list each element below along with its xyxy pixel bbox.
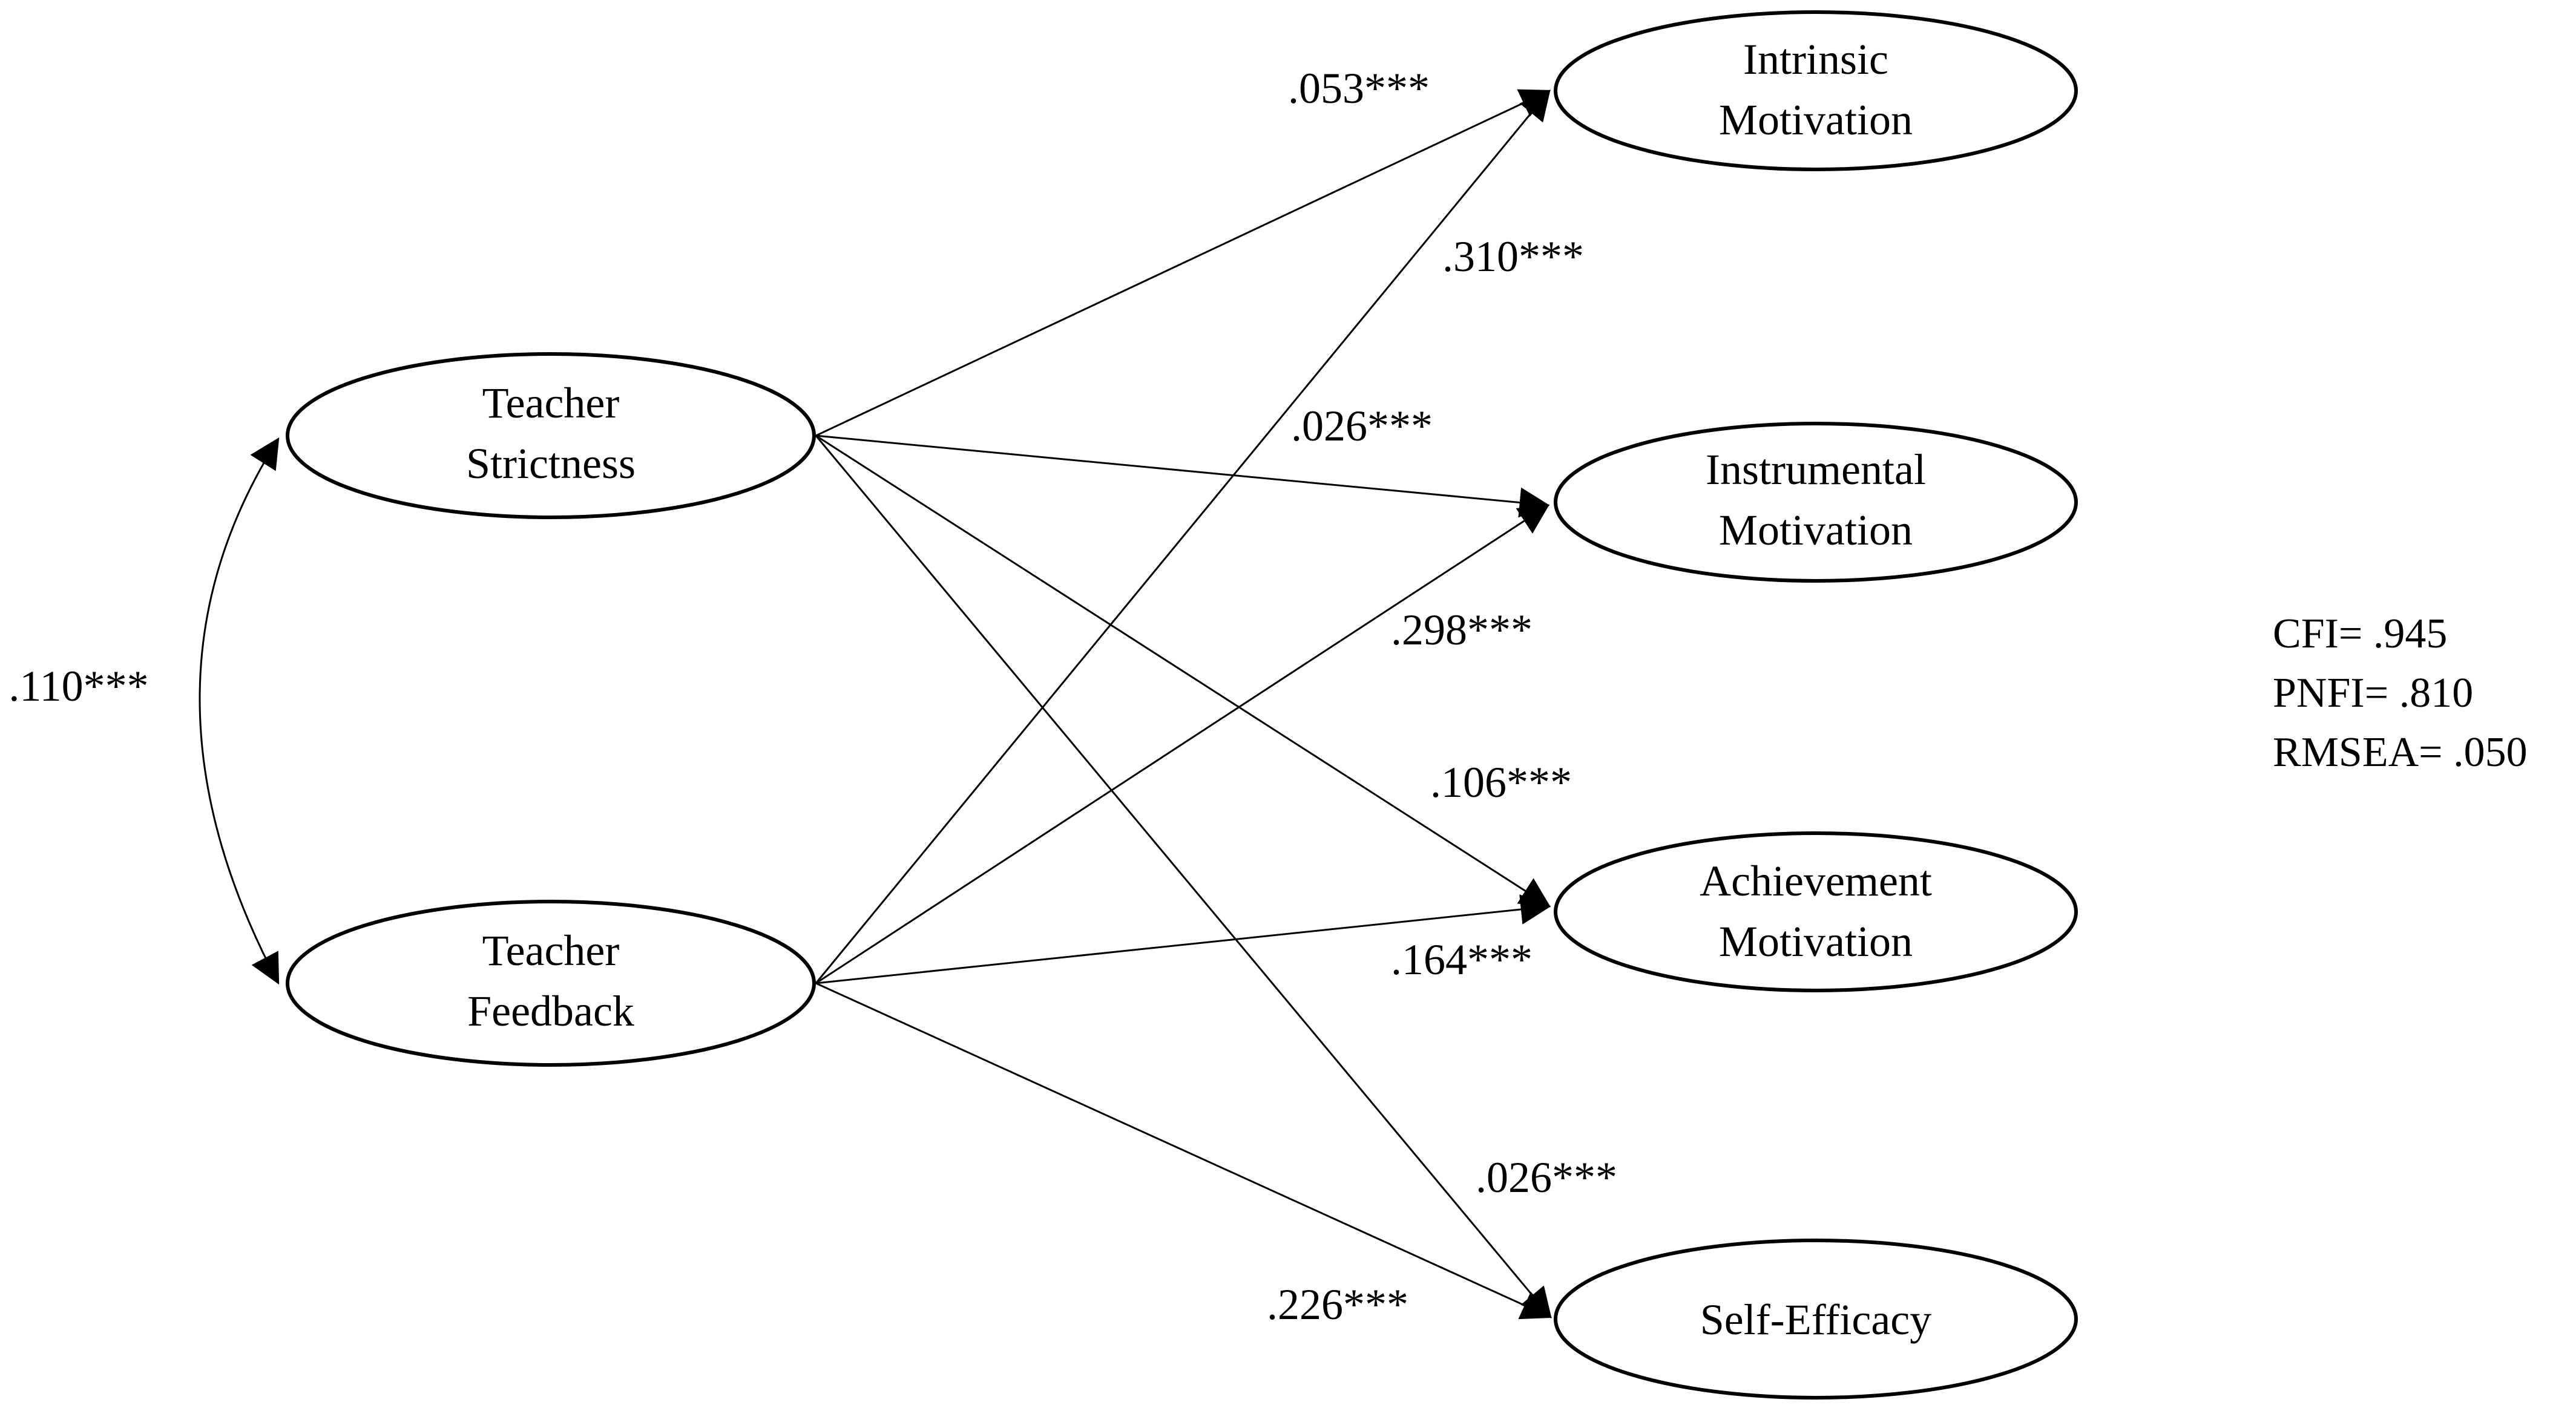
edge-label-feedback-instrumental: .298***: [1391, 606, 1533, 654]
edge-label-feedback-achievement: .164***: [1391, 935, 1533, 984]
edge-label-feedback-self-efficacy: .226***: [1267, 1280, 1408, 1329]
node-label-line: Strictness: [466, 439, 636, 488]
node-instrumental-motivation: Instrumental Motivation: [1554, 422, 2078, 583]
edge-feedback-self-efficacy: [815, 982, 1552, 1320]
node-label-line: Self-Efficacy: [1700, 1295, 1931, 1344]
edge-label-feedback-intrinsic: .310***: [1442, 232, 1584, 281]
edge-label-strictness-instrumental: .026***: [1291, 402, 1433, 450]
edge-strictness-instrumental: [815, 434, 1550, 518]
edge-feedback-intrinsic: [815, 90, 1551, 984]
node-label-line: Teacher: [482, 926, 620, 975]
fit-index-cfi: CFI= .945: [2273, 611, 2447, 657]
correlation-arrow: [199, 437, 280, 985]
edge-label-strictness-self-efficacy: .026***: [1476, 1153, 1617, 1202]
edge-strictness-intrinsic: [815, 89, 1551, 437]
fit-index-rmsea: RMSEA= .050: [2273, 729, 2528, 776]
edge-label-correlation: .110***: [8, 662, 148, 710]
node-teacher-strictness: Teacher Strictness: [286, 352, 816, 519]
edge-feedback-instrumental: [815, 504, 1550, 984]
edge-label-strictness-achievement: .106***: [1430, 758, 1572, 807]
fit-indices: CFI= .945 PNFI= .810 RMSEA= .050: [2273, 611, 2528, 776]
node-teacher-feedback: Teacher Feedback: [286, 900, 816, 1067]
node-self-efficacy: Self-Efficacy: [1554, 1239, 2078, 1400]
node-label-line: Intrinsic: [1743, 35, 1888, 83]
node-label-line: Instrumental: [1706, 445, 1926, 494]
fit-index-pnfi: PNFI= .810: [2273, 670, 2473, 716]
edge-label-strictness-intrinsic: .053***: [1288, 64, 1430, 113]
node-achievement-motivation: Achievement Motivation: [1554, 831, 2078, 992]
edge-strictness-self-efficacy: [815, 435, 1552, 1318]
node-label-line: Motivation: [1719, 917, 1913, 966]
node-label-line: Motivation: [1719, 506, 1913, 554]
node-label-line: Feedback: [467, 987, 634, 1035]
node-intrinsic-motivation: Intrinsic Motivation: [1554, 10, 2078, 171]
edge-feedback-achievement: [815, 894, 1551, 984]
node-label-line: Teacher: [482, 379, 620, 427]
edge-strictness-achievement: [815, 434, 1551, 908]
node-label-line: Achievement: [1700, 857, 1932, 905]
node-label-line: Motivation: [1719, 96, 1913, 144]
